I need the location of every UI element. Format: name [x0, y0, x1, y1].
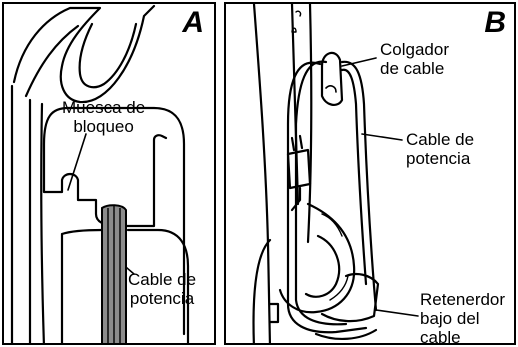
cord-retainer-label: Retenerdor bajo del cable [420, 290, 506, 345]
lock-notch-label-line1: Muesca de [62, 98, 146, 117]
cord-retainer-label-line3: cable [420, 328, 461, 345]
panel-b: B Colgador de cable Cable de potencia Re… [224, 2, 516, 345]
cord-loop-4 [340, 68, 368, 286]
notch-leader [67, 133, 87, 191]
lock-notch [42, 106, 186, 336]
power-cord-label-a-line1: Cable de [128, 270, 197, 289]
panel-b-illustration [252, 4, 419, 343]
cord-hook [320, 51, 344, 106]
power-cord-label-b: Cable de potencia [406, 130, 474, 168]
cord-retainer [320, 273, 380, 323]
cord-hook-label-line2: de cable [380, 59, 445, 78]
retainer-leader [375, 309, 419, 317]
cord-hook-label: Colgador de cable [380, 40, 449, 78]
power-cord-label-b-line2: potencia [406, 149, 471, 168]
cord-loop-2 [294, 60, 348, 326]
vacuum-body-spine [290, 4, 300, 206]
handle-inner-contour [24, 22, 138, 98]
cord-loop-1 [286, 61, 368, 334]
body-edge-groove [40, 102, 45, 343]
lock-notch-label-line2: bloqueo [73, 117, 134, 136]
cord-retainer-lower [314, 328, 378, 341]
cord-retainer-label-line1: Retenerdor [420, 290, 506, 309]
panel-a-illustration [10, 4, 190, 343]
motor-housing-inner [304, 234, 341, 298]
motor-housing [278, 202, 356, 314]
vacuum-body-left-edge [252, 4, 272, 343]
hook-leader [341, 57, 377, 67]
cord-hook-label-line1: Colgador [380, 40, 449, 59]
power-cord-label-a-line2: potencia [129, 289, 195, 308]
motor-stripes [321, 213, 349, 301]
cord-loop-3 [340, 60, 378, 312]
base-block [60, 228, 190, 343]
body-mark [295, 10, 302, 17]
body-mark-2 [291, 27, 297, 33]
panel-a-badge: A [182, 6, 204, 39]
cord-plug [286, 148, 312, 190]
power-cord-label-a: Cable de potencia [128, 270, 196, 308]
power-cord-label-b-line1: Cable de [406, 130, 475, 149]
handle-outline [12, 4, 156, 104]
cord-leader-b [361, 133, 403, 141]
cord-retainer-label-line2: bajo del [420, 309, 480, 328]
vacuum-body-right-edge [306, 4, 313, 244]
panel-b-badge: B [484, 6, 506, 39]
power-cord-a [101, 204, 127, 343]
panel-a: A Muesca de bloqueo Cable de potencia [2, 2, 216, 345]
lock-notch-label: Muesca de bloqueo [62, 98, 145, 136]
base-left [252, 238, 280, 343]
